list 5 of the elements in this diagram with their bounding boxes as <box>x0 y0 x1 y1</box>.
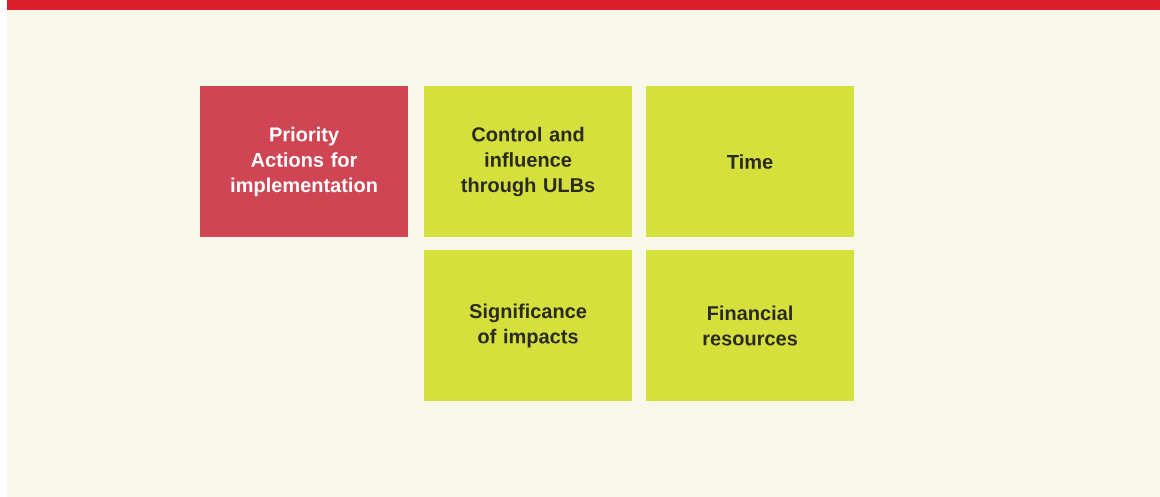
category-box: Priority Actions for implementation <box>200 86 408 237</box>
category-box: Control and influence through ULBs <box>424 86 632 237</box>
category-box: Time <box>646 86 854 237</box>
category-box: Financial resources <box>646 250 854 401</box>
category-box: Significance of impacts <box>424 250 632 401</box>
